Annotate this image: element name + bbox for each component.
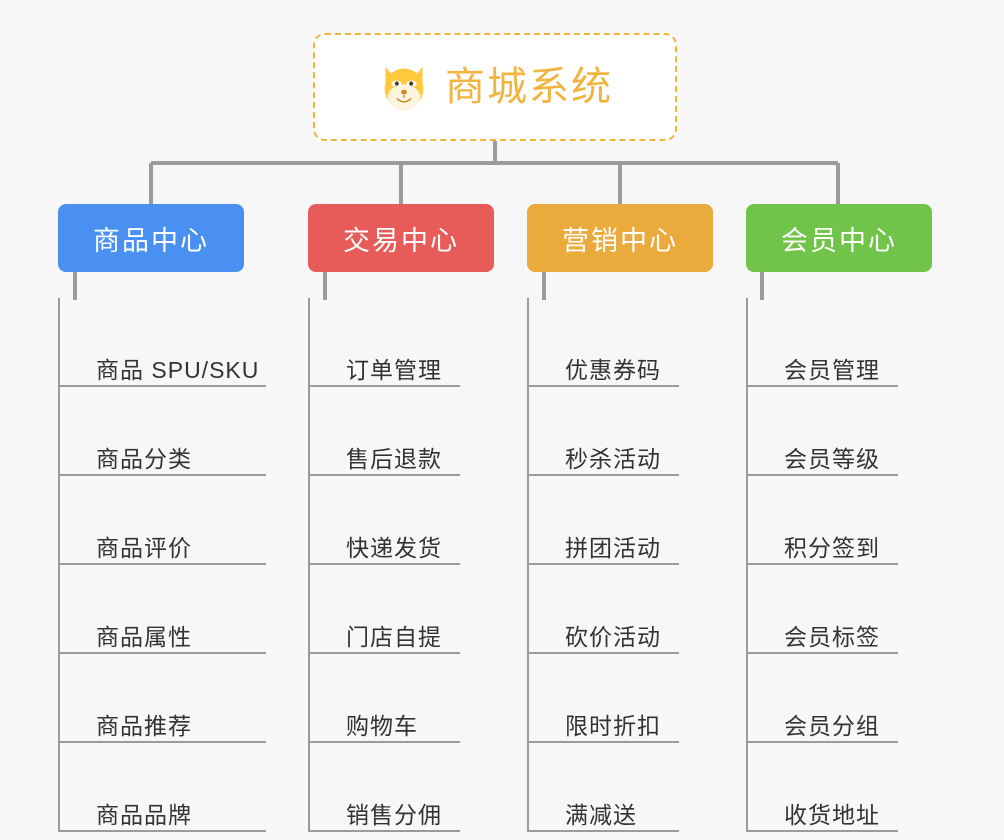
leaf-item-label: 售后退款 (346, 445, 442, 472)
leaf-list-2: 订单管理售后退款快递发货门店自提购物车销售分佣 (308, 298, 494, 832)
leaf-item[interactable]: 门店自提 (308, 565, 494, 654)
leaf-item-label: 会员分组 (784, 712, 880, 739)
category-column-2: 交易中心订单管理售后退款快递发货门店自提购物车销售分佣 (308, 204, 494, 832)
leaf-item[interactable]: 优惠券码 (527, 298, 713, 387)
category-header-label: 交易中心 (343, 225, 459, 256)
root-node[interactable]: 商城系统 (313, 33, 677, 141)
leaf-item-label: 拼团活动 (565, 534, 661, 561)
leaf-underline (746, 830, 898, 832)
category-header-1[interactable]: 商品中心 (58, 204, 244, 272)
leaf-underline (746, 385, 898, 387)
leaf-item[interactable]: 拼团活动 (527, 476, 713, 565)
leaf-list-3: 优惠券码秒杀活动拼团活动砍价活动限时折扣满减送 (527, 298, 713, 832)
leaf-item-label: 商品评价 (96, 534, 192, 561)
leaf-item-label: 订单管理 (346, 356, 442, 383)
leaf-item-label: 优惠券码 (565, 356, 661, 383)
leaf-item[interactable]: 商品分类 (58, 387, 266, 476)
leaf-underline (746, 741, 898, 743)
leaf-underline (308, 830, 460, 832)
leaf-underline (527, 385, 679, 387)
leaf-item[interactable]: 商品评价 (58, 476, 266, 565)
leaf-item-label: 满减送 (565, 801, 637, 828)
leaf-list-1: 商品 SPU/SKU 商品分类商品评价商品属性商品推荐商品品牌 (58, 298, 266, 832)
leaf-item[interactable]: 购物车 (308, 654, 494, 743)
category-header-label: 营销中心 (562, 225, 678, 256)
leaf-item-label: 购物车 (346, 712, 418, 739)
leaf-underline (527, 474, 679, 476)
leaf-underline (58, 652, 266, 654)
category-column-4: 会员中心会员管理会员等级积分签到会员标签会员分组收货地址 (746, 204, 932, 832)
category-header-2[interactable]: 交易中心 (308, 204, 494, 272)
leaf-item-label: 砍价活动 (565, 623, 661, 650)
category-header-label: 商品中心 (93, 225, 209, 256)
leaf-underline (527, 563, 679, 565)
category-column-1: 商品中心商品 SPU/SKU 商品分类商品评价商品属性商品推荐商品品牌 (58, 204, 266, 832)
leaf-underline (527, 830, 679, 832)
leaf-trunk-line (58, 298, 60, 832)
leaf-underline (527, 652, 679, 654)
leaf-underline (308, 563, 460, 565)
leaf-item[interactable]: 商品属性 (58, 565, 266, 654)
leaf-underline (527, 741, 679, 743)
leaf-item[interactable]: 快递发货 (308, 476, 494, 565)
leaf-underline (58, 385, 266, 387)
category-header-3[interactable]: 营销中心 (527, 204, 713, 272)
leaf-item[interactable]: 售后退款 (308, 387, 494, 476)
leaf-item-label: 秒杀活动 (565, 445, 661, 472)
leaf-list-4: 会员管理会员等级积分签到会员标签会员分组收货地址 (746, 298, 932, 832)
leaf-item[interactable]: 砍价活动 (527, 565, 713, 654)
leaf-underline (308, 741, 460, 743)
leaf-underline (58, 741, 266, 743)
leaf-item-label: 会员等级 (784, 445, 880, 472)
leaf-item-label: 商品属性 (96, 623, 192, 650)
leaf-item[interactable]: 收货地址 (746, 743, 932, 832)
leaf-item-label: 商品 SPU/SKU (96, 356, 260, 383)
leaf-underline (746, 563, 898, 565)
leaf-trunk-line (308, 298, 310, 832)
leaf-item-label: 限时折扣 (565, 712, 661, 739)
leaf-item[interactable]: 会员标签 (746, 565, 932, 654)
leaf-item-label: 门店自提 (346, 623, 442, 650)
leaf-underline (58, 563, 266, 565)
leaf-underline (308, 652, 460, 654)
leaf-underline (746, 652, 898, 654)
category-header-4[interactable]: 会员中心 (746, 204, 932, 272)
leaf-item[interactable]: 限时折扣 (527, 654, 713, 743)
leaf-item-label: 商品品牌 (96, 801, 192, 828)
leaf-item[interactable]: 秒杀活动 (527, 387, 713, 476)
leaf-item-label: 会员标签 (784, 623, 880, 650)
category-header-label: 会员中心 (781, 225, 897, 256)
leaf-item[interactable]: 销售分佣 (308, 743, 494, 832)
leaf-item[interactable]: 会员分组 (746, 654, 932, 743)
leaf-item[interactable]: 商品 SPU/SKU (58, 298, 266, 387)
leaf-trunk-line (527, 298, 529, 832)
leaf-underline (746, 474, 898, 476)
leaf-underline (308, 474, 460, 476)
leaf-item-label: 收货地址 (784, 801, 880, 828)
leaf-item-label: 销售分佣 (346, 801, 442, 828)
leaf-underline (58, 830, 266, 832)
leaf-item-label: 快递发货 (346, 534, 442, 561)
leaf-item-label: 积分签到 (784, 534, 880, 561)
leaf-item-label: 商品推荐 (96, 712, 192, 739)
shiba-dog-face-icon (384, 66, 424, 111)
leaf-item[interactable]: 会员管理 (746, 298, 932, 387)
leaf-item[interactable]: 订单管理 (308, 298, 494, 387)
leaf-item[interactable]: 商品推荐 (58, 654, 266, 743)
category-column-3: 营销中心优惠券码秒杀活动拼团活动砍价活动限时折扣满减送 (527, 204, 713, 832)
leaf-item[interactable]: 会员等级 (746, 387, 932, 476)
leaf-item-label: 商品分类 (96, 445, 192, 472)
leaf-underline (58, 474, 266, 476)
root-title: 商城系统 (445, 65, 613, 109)
leaf-trunk-line (746, 298, 748, 832)
leaf-item[interactable]: 满减送 (527, 743, 713, 832)
leaf-item-label: 会员管理 (784, 356, 880, 383)
leaf-item[interactable]: 商品品牌 (58, 743, 266, 832)
leaf-underline (308, 385, 460, 387)
leaf-item[interactable]: 积分签到 (746, 476, 932, 565)
